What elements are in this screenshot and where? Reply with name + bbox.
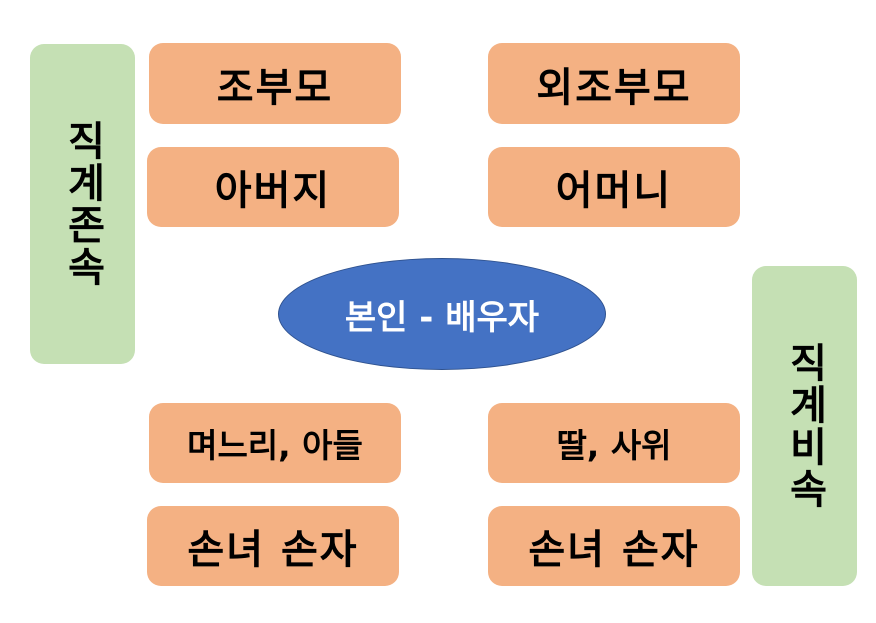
descendants-side-label: 직계비속 — [781, 342, 828, 510]
self-spouse-ellipse: 본인 - 배우자 — [278, 258, 606, 370]
grandchildren-left-box: 손녀 손자 — [147, 506, 399, 586]
paternal-grandparents-box: 조부모 — [149, 43, 401, 124]
grandchildren-right-box: 손녀 손자 — [488, 506, 740, 586]
descendants-side-label-box: 직계비속 — [752, 266, 857, 586]
father-box: 아버지 — [147, 147, 399, 227]
ascendants-side-label: 직계존속 — [59, 120, 106, 288]
mother-box: 어머니 — [488, 147, 740, 227]
ascendants-side-label-box: 직계존속 — [30, 44, 135, 364]
son-daughter-in-law-box: 며느리, 아들 — [149, 403, 401, 483]
maternal-grandparents-box: 외조부모 — [488, 43, 740, 124]
daughter-son-in-law-box: 딸, 사위 — [488, 403, 740, 483]
